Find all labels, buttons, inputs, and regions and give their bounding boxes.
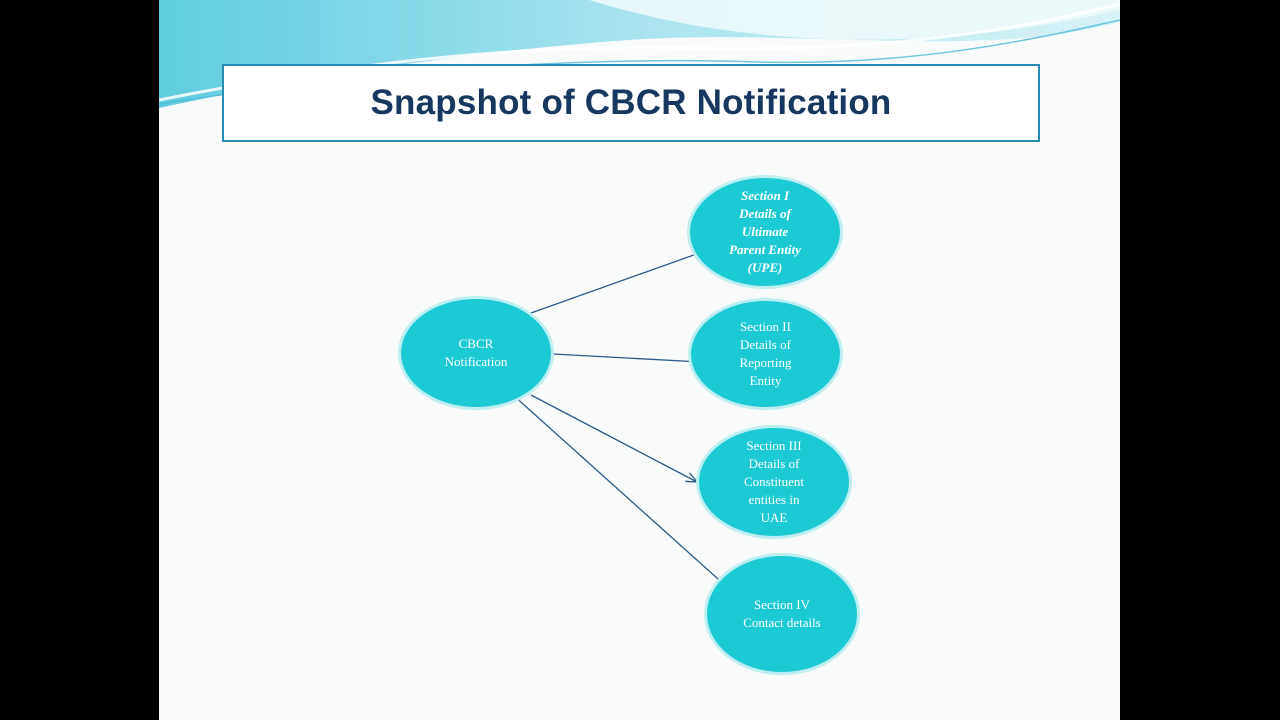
node-section-1: Section I Details of Ultimate Parent Ent… xyxy=(690,178,840,286)
node-section-2: Section II Details of Reporting Entity xyxy=(691,301,840,407)
title-box: Snapshot of CBCR Notification xyxy=(222,64,1040,142)
slide-title: Snapshot of CBCR Notification xyxy=(370,83,892,122)
node-label: Section III Details of Constituent entit… xyxy=(744,438,804,525)
connector-root-to-section-4 xyxy=(512,394,737,596)
node-label: CBCR Notification xyxy=(444,336,508,369)
node-label: Section II Details of Reporting Entity xyxy=(739,319,792,388)
node-cbcr-notification: CBCR Notification xyxy=(401,299,551,407)
diagram-connectors xyxy=(512,0,1120,720)
node-section-4: Section IV Contact details xyxy=(707,556,857,672)
node-label: Section IV Contact details xyxy=(743,597,821,630)
connector-root-to-section-3 xyxy=(530,394,697,482)
connector-root-to-section-1 xyxy=(530,251,705,314)
node-section-3: Section III Details of Constituent entit… xyxy=(699,428,849,536)
node-label: Section I Details of Ultimate Parent Ent… xyxy=(729,188,801,275)
slide: Snapshot of CBCR Notification CBCR Notif… xyxy=(159,0,1120,720)
